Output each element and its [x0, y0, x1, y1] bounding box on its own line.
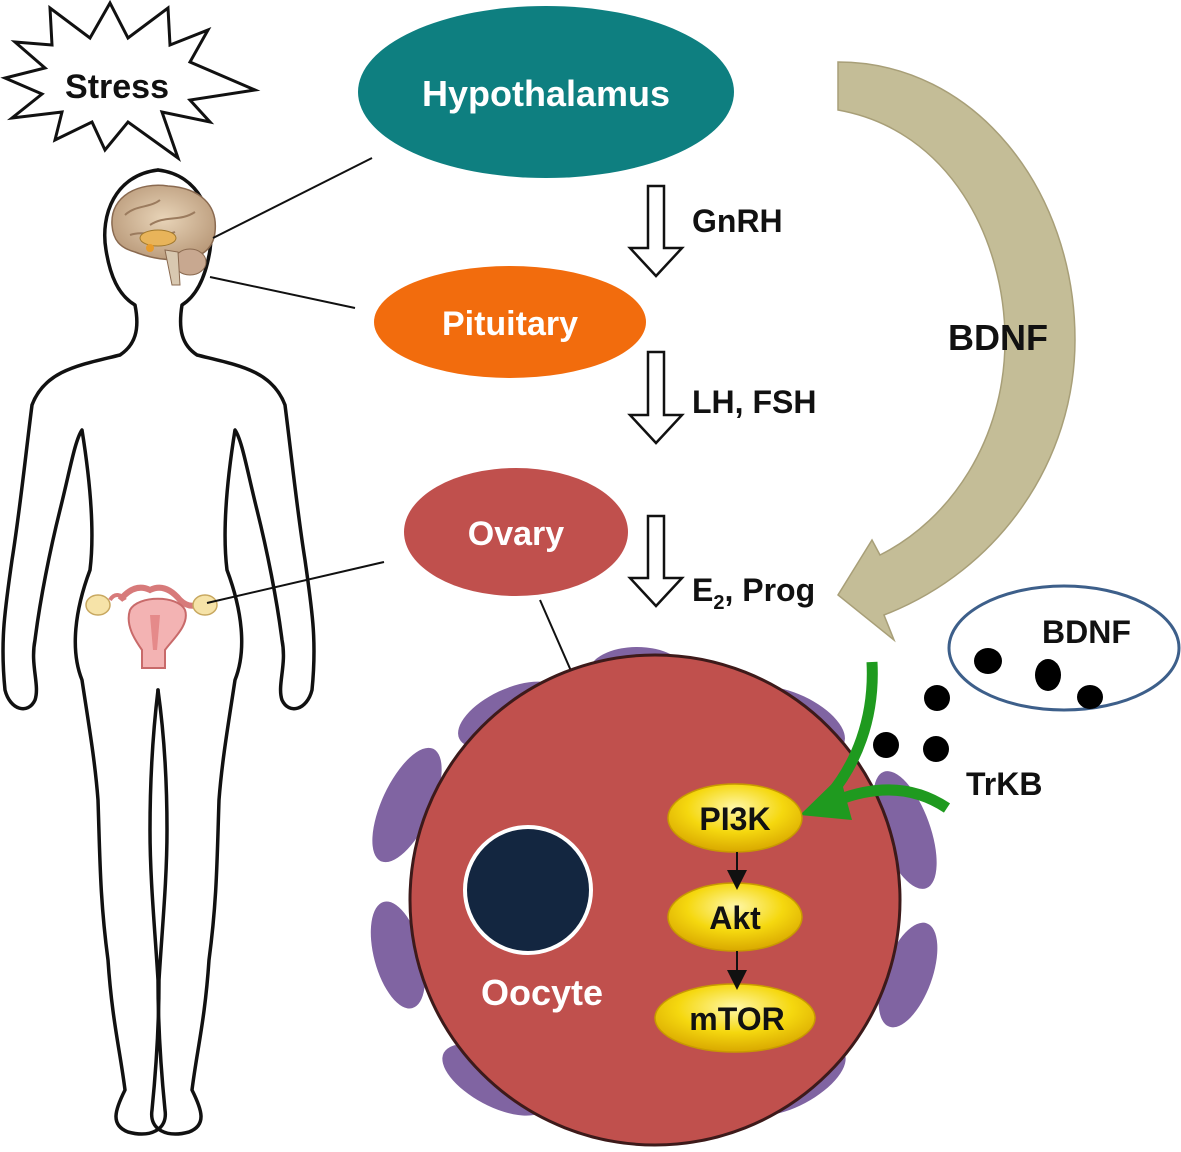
pituitary-node: Pituitary: [374, 266, 646, 378]
stress-burst: Stress: [0, 0, 261, 162]
ovary-label: Ovary: [468, 515, 564, 553]
bdnf-released-dots: [873, 685, 950, 762]
mtor-label: mTOR: [689, 1001, 784, 1037]
pi3k-label: PI3K: [699, 801, 770, 837]
e2-prog-label: E2, Prog: [692, 572, 815, 614]
bdnf-arc-label: BDNF: [948, 317, 1048, 358]
connector-lines: [206, 157, 576, 681]
gnrh-label: GnRH: [692, 203, 783, 239]
ovary-node: Ovary: [404, 468, 628, 596]
pituitary-label: Pituitary: [442, 305, 578, 343]
e2-prog-arrow: [627, 514, 685, 608]
body-outline: [1, 168, 316, 1136]
hypothalamus-node: Hypothalamus: [358, 6, 734, 178]
green-arrowhead: [800, 776, 852, 820]
bdnf-oval-label: BDNF: [1042, 614, 1131, 650]
gnrh-arrow: [627, 184, 685, 278]
lh-fsh-label: LH, FSH: [692, 384, 816, 420]
pathway-pi3k: PI3K: [667, 783, 803, 853]
stress-label: Stress: [65, 68, 169, 106]
lh-fsh-arrow: [627, 350, 685, 445]
bdnf-vesicle: BDNF: [947, 584, 1181, 712]
pathway-mtor: mTOR: [654, 983, 816, 1053]
oocyte-label: Oocyte: [481, 972, 603, 1013]
uterus-illustration: [85, 584, 218, 669]
akt-label: Akt: [709, 900, 761, 936]
trkb-label: TrKB: [966, 766, 1042, 802]
oocyte: Oocyte: [463, 825, 603, 1013]
pathway-akt: Akt: [667, 882, 803, 952]
bdnf-curved-arrow: [837, 61, 1076, 643]
hypothalamus-label: Hypothalamus: [422, 73, 670, 114]
brain-illustration: [111, 184, 217, 286]
oocyte-nucleus: [463, 825, 593, 955]
